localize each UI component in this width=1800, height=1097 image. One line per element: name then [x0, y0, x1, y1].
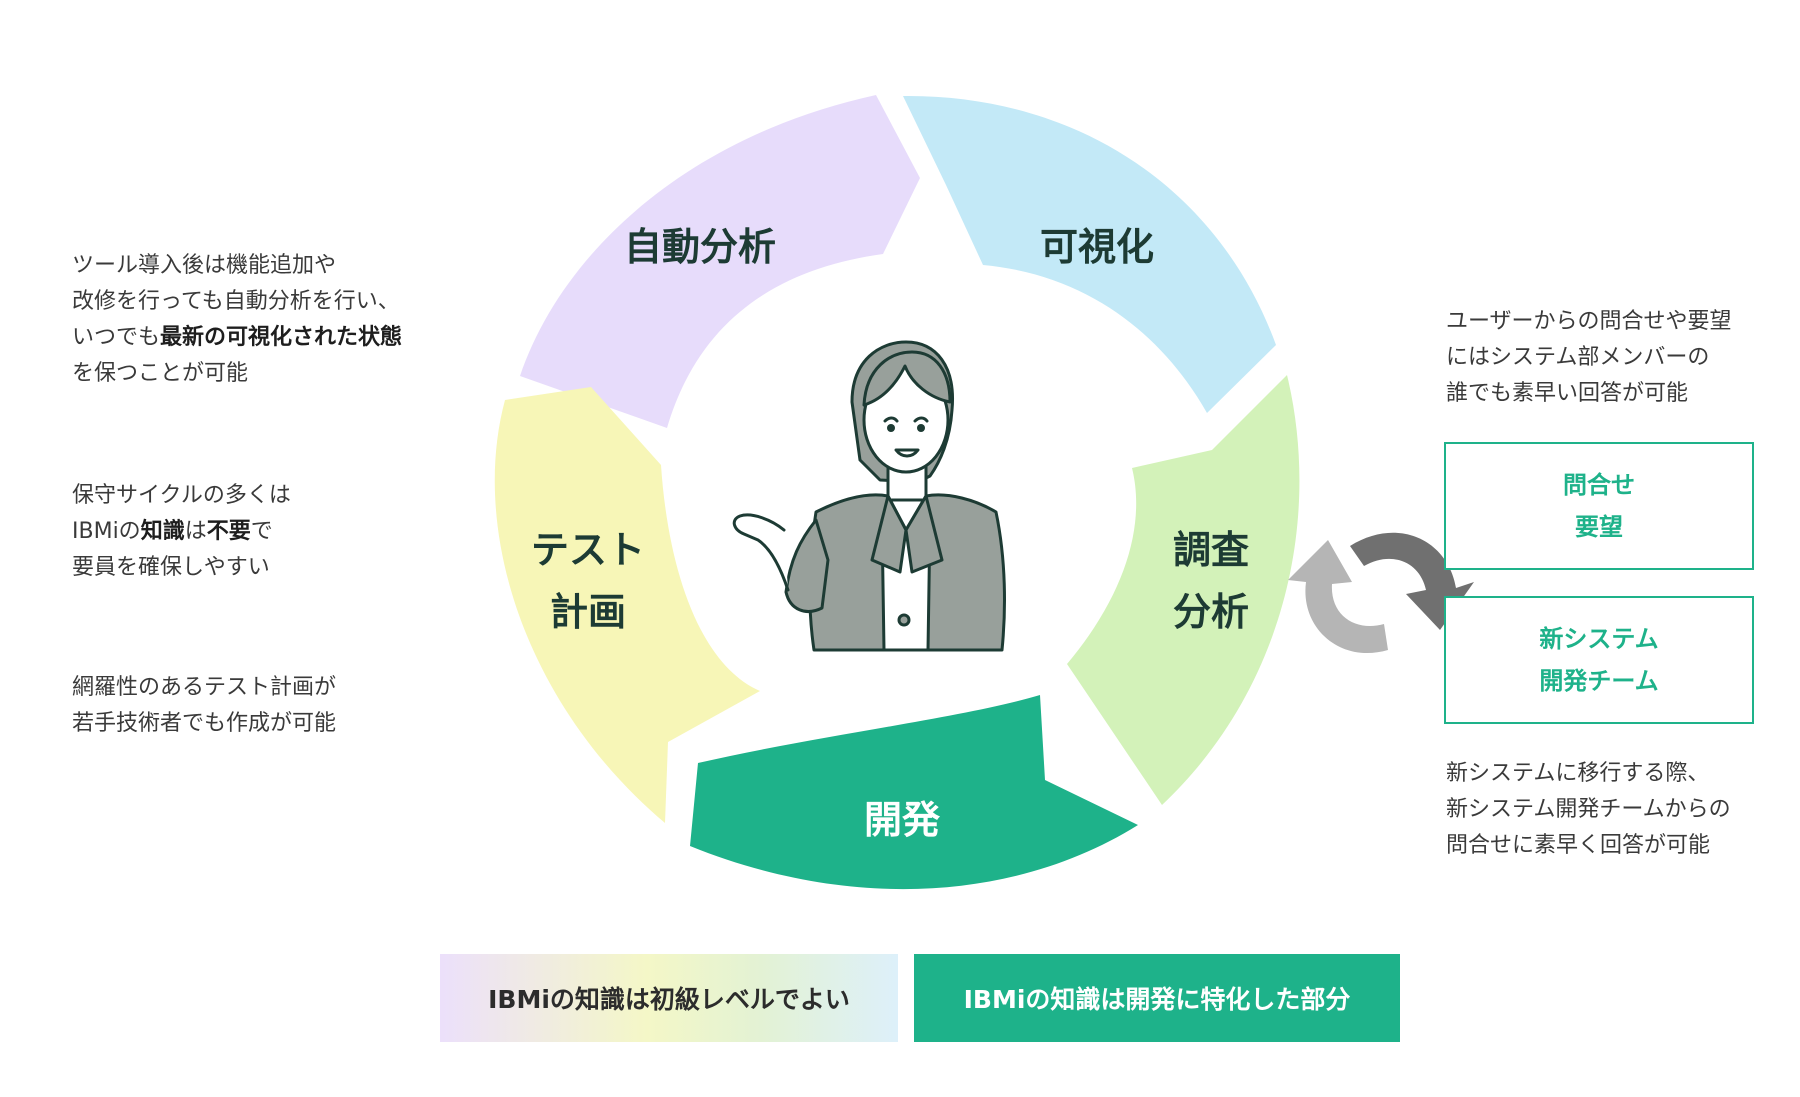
box-team-line2: 開発チーム — [1539, 667, 1659, 695]
right-note-bottom-line1: 新システムに移行する際、 — [1446, 761, 1710, 786]
left-note-2-prefix: IBMiの — [72, 519, 141, 544]
left-note-1-line3-prefix: いつでも — [72, 325, 161, 350]
box-inquiry-line2: 要望 — [1575, 513, 1623, 541]
left-note-2-mid: は — [184, 519, 207, 544]
right-note-bottom: 新システムに移行する際、 新システム開発チームからの 問合せに素早く回答が可能 — [1446, 756, 1731, 864]
left-note-2-line1: 保守サイクルの多くは — [72, 483, 291, 508]
left-note-2-suffix: で — [250, 519, 273, 544]
bar-dev-knowledge: IBMiの知識は開発に特化した部分 — [914, 954, 1400, 1042]
right-note-bottom-line2: 新システム開発チームからの — [1446, 797, 1731, 822]
left-note-2: 保守サイクルの多くは IBMiの知識は不要で 要員を確保しやすい — [72, 478, 291, 586]
right-note-bottom-line3: 問合せに素早く回答が可能 — [1446, 833, 1711, 858]
left-note-2-bold1: 知識 — [140, 519, 185, 544]
label-auto-analysis: 自動分析 — [624, 225, 776, 269]
businesswoman-presenting-illustration — [732, 340, 1006, 652]
segment-test-plan — [494, 387, 760, 823]
right-note-top-line2: にはシステム部メンバーの — [1446, 345, 1710, 370]
left-note-3-line1: 網羅性のあるテスト計画が — [72, 675, 337, 700]
left-note-2-bold2: 不要 — [206, 519, 251, 544]
left-note-1-line4: を保つことが可能 — [72, 361, 249, 386]
label-visualization: 可視化 — [1040, 225, 1154, 269]
left-note-1-line3-bold: 最新の可視化された状態 — [160, 325, 403, 350]
left-note-2-line2: IBMiの知識は不要で — [72, 514, 291, 550]
left-note-3-line2: 若手技術者でも作成が可能 — [72, 711, 337, 736]
label-investigation-1: 調査 — [1173, 528, 1249, 572]
label-test-plan-1: テスト — [531, 528, 645, 572]
box-team-line1: 新システム — [1539, 625, 1659, 653]
left-note-1-line2: 改修を行っても自動分析を行い、 — [72, 289, 400, 314]
left-note-2-line3: 要員を確保しやすい — [72, 555, 270, 580]
box-inquiry-line1: 問合せ — [1563, 471, 1635, 499]
right-note-top-line1: ユーザーからの問合せや要望 — [1446, 309, 1732, 334]
left-note-1-line3: いつでも最新の可視化された状態 — [72, 320, 402, 356]
left-note-3: 網羅性のあるテスト計画が 若手技術者でも作成が可能 — [72, 670, 336, 742]
label-development: 開発 — [864, 798, 941, 842]
segment-development — [690, 695, 1138, 890]
label-test-plan-2: 計画 — [550, 590, 626, 634]
right-note-top: ユーザーからの問合せや要望 にはシステム部メンバーの 誰でも素早い回答が可能 — [1446, 304, 1732, 412]
segment-investigation — [1067, 375, 1300, 805]
segment-auto-analysis — [520, 95, 920, 428]
right-note-top-line3: 誰でも素早い回答が可能 — [1446, 381, 1689, 406]
box-new-system-team: 新システム 開発チーム — [1444, 596, 1754, 724]
segment-visualization — [903, 95, 1276, 414]
bar-basic-knowledge: IBMiの知識は初級レベルでよい — [440, 954, 898, 1042]
left-note-1-line1: ツール導入後は機能追加や — [72, 253, 337, 278]
box-inquiry: 問合せ 要望 — [1444, 442, 1754, 570]
left-note-1: ツール導入後は機能追加や 改修を行っても自動分析を行い、 いつでも最新の可視化さ… — [72, 248, 402, 392]
label-investigation-2: 分析 — [1173, 590, 1249, 634]
refresh-cycle-icon — [1288, 532, 1474, 654]
